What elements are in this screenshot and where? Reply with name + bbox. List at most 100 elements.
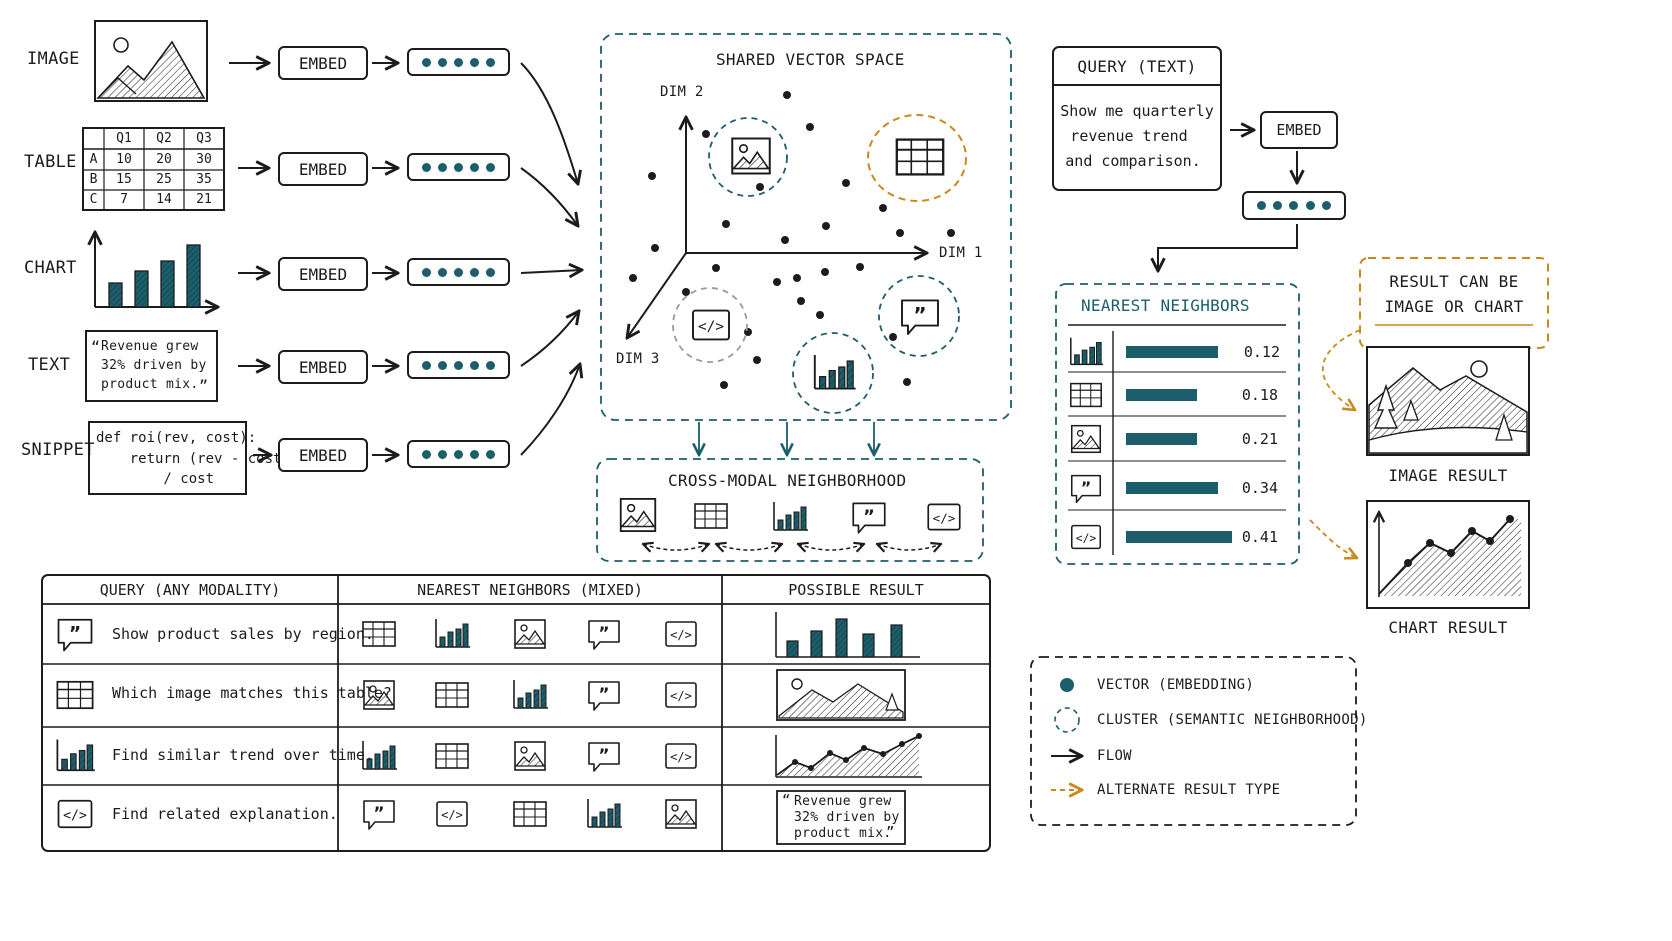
input-label-text: TEXT — [28, 355, 71, 375]
table-row-key: C — [89, 192, 98, 207]
image-icon — [514, 741, 546, 771]
input-image-thumbnail — [94, 20, 208, 102]
legend-vector-label: VECTOR (EMBEDDING) — [1097, 677, 1255, 693]
example-result-landscape — [776, 669, 906, 721]
table-col-header: Q3 — [196, 131, 212, 146]
embed-box-image: EMBED — [278, 46, 368, 80]
table-icon — [56, 680, 94, 710]
table-cell: 25 — [156, 172, 172, 187]
table-col-header: Q2 — [156, 131, 172, 146]
image-icon — [514, 619, 546, 649]
result-quote-line-3: product mix. — [794, 826, 892, 841]
cross-modal-icons — [619, 497, 961, 534]
neighbor-score: 0.21 — [1241, 430, 1278, 448]
table-icon — [513, 801, 547, 827]
input-snippet-box — [88, 421, 247, 495]
result-quote-close: ” — [886, 825, 895, 841]
input-label-chart: CHART — [24, 258, 77, 278]
query-title: QUERY (TEXT) — [1077, 57, 1197, 76]
query-line-1: Show me quarterly — [1060, 102, 1214, 120]
table-cell: 14 — [156, 192, 172, 207]
code-icon — [436, 801, 468, 827]
examples-table-frame — [41, 574, 991, 852]
cross-modal-title: CROSS-MODAL NEIGHBORHOOD — [668, 471, 907, 490]
input-label-image: IMAGE — [27, 49, 80, 69]
image-icon — [665, 799, 697, 829]
quote-icon — [588, 681, 620, 711]
vector-pill-snippet — [407, 440, 510, 468]
space-to-neighborhood-arrows — [699, 422, 874, 455]
table-icon — [435, 682, 469, 708]
table-icon — [1070, 382, 1102, 408]
example-result-quote-box — [776, 790, 906, 845]
cluster-table — [867, 114, 967, 202]
vector-pill-text — [407, 351, 510, 379]
result-quote-open: “ — [782, 793, 791, 809]
legend-vector-dot — [1060, 678, 1074, 692]
examples-header-result: POSSIBLE RESULT — [788, 581, 924, 599]
legend-flow-label: FLOW — [1097, 748, 1132, 764]
table-cell: 30 — [196, 152, 212, 167]
snippet-line-1: def roi(rev, cost): — [96, 430, 257, 446]
vector-pill-chart — [407, 258, 510, 286]
query-line-3: and comparison. — [1065, 152, 1201, 170]
input-label-snippet: SNIPPET — [21, 440, 95, 460]
query-box-frame — [1052, 46, 1222, 191]
quote-icon — [588, 742, 620, 772]
text-line-3: product mix. — [101, 377, 199, 392]
neighbor-score: 0.34 — [1241, 479, 1278, 497]
input-text-box — [85, 330, 218, 402]
embed-box-snippet: EMBED — [278, 438, 368, 472]
cluster-image — [708, 117, 788, 197]
neighbor-score: 0.41 — [1241, 528, 1278, 546]
text-open-quote: “ — [91, 338, 101, 356]
result-quote-line-2: 32% driven by — [794, 810, 900, 825]
cross-modal-frame — [596, 458, 984, 562]
cluster-quote — [878, 275, 960, 357]
code-icon — [57, 799, 93, 829]
code-icon — [665, 621, 697, 647]
axis-label-dim2: DIM 2 — [660, 84, 704, 100]
neighbors-row-rules — [1068, 371, 1286, 511]
bar-chart-icon — [1070, 336, 1104, 366]
alternate-result-arrows — [1309, 329, 1361, 558]
table-row-key: B — [89, 172, 98, 187]
bar-chart-icon — [56, 738, 96, 772]
legend-cluster-circle — [1054, 707, 1080, 733]
result-note-line-2: IMAGE OR CHART — [1384, 297, 1524, 316]
axis-label-dim3: DIM 3 — [616, 351, 660, 367]
text-close-quote: ” — [199, 377, 209, 395]
snippet-line-2: return (rev - cost) — [96, 451, 290, 467]
neighbor-distance-bar — [1126, 433, 1197, 445]
input-label-table: TABLE — [24, 152, 77, 172]
chart-result-caption: CHART RESULT — [1388, 618, 1508, 637]
quote-icon — [363, 800, 395, 830]
example-result-trend — [775, 733, 922, 778]
query-flow-arrows — [1158, 130, 1297, 271]
vector-pill-image — [407, 48, 510, 76]
chart-result-thumbnail — [1366, 500, 1530, 609]
input-flow-arrows — [229, 63, 582, 455]
result-quote-line-1: Revenue grew — [794, 794, 892, 809]
table-col-header: Q1 — [116, 131, 132, 146]
neighbor-score: 0.12 — [1243, 343, 1280, 361]
legend-frame — [1030, 656, 1357, 826]
table-cell: 35 — [196, 172, 212, 187]
vector-pill-table — [407, 153, 510, 181]
example-query-text: Find related explanation. — [112, 805, 338, 823]
space-axes — [627, 117, 927, 338]
code-icon — [665, 682, 697, 708]
cluster-chart — [792, 332, 874, 414]
quote-icon — [588, 620, 620, 650]
shared-space-title: SHARED VECTOR SPACE — [716, 50, 905, 69]
cross-modal-links — [643, 544, 941, 550]
example-query-text: Which image matches this table? — [112, 684, 392, 702]
query-vector-pill — [1242, 191, 1346, 220]
text-line-1: Revenue grew — [101, 339, 199, 354]
query-line-2: revenue trend — [1070, 127, 1188, 145]
text-line-2: 32% driven by — [101, 358, 207, 373]
query-embed-box: EMBED — [1260, 111, 1338, 149]
neighbors-frame — [1055, 283, 1300, 565]
neighbor-distance-bar — [1126, 389, 1197, 401]
